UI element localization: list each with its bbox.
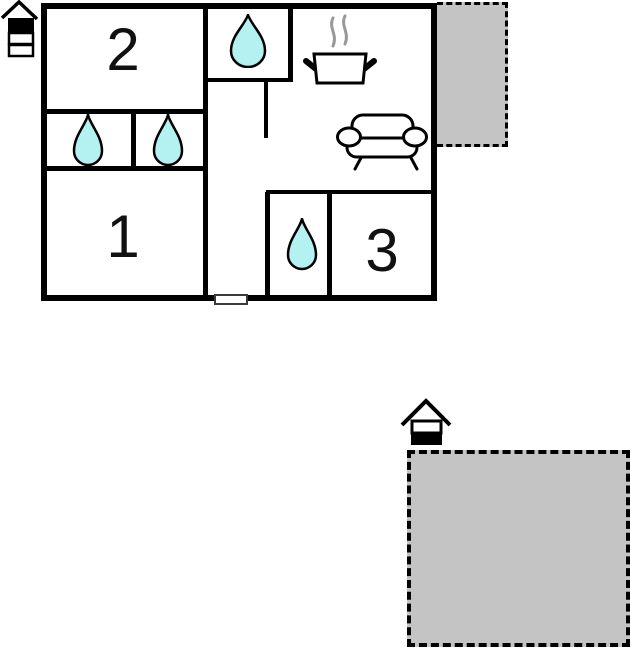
house-level xyxy=(410,419,443,435)
room-label-3: 3 xyxy=(365,217,399,284)
wall-toilet-south xyxy=(205,78,291,82)
wall-hall-partial xyxy=(264,80,268,138)
water-drop-icon xyxy=(229,14,267,68)
wall-seRooms-north xyxy=(266,190,437,194)
wall-room3-west xyxy=(327,192,332,301)
house-roof xyxy=(400,398,452,427)
room-label-2: 2 xyxy=(106,16,140,83)
water-drop-shape xyxy=(229,14,267,68)
house-top-floor-icon xyxy=(0,0,39,58)
room-label-1: 1 xyxy=(106,203,140,270)
sofa-armrest-right xyxy=(402,126,428,148)
steam-line xyxy=(342,14,348,46)
wall-seBath-west xyxy=(265,192,270,301)
water-drop-shape xyxy=(152,114,184,167)
house-level-filled xyxy=(411,433,442,445)
pot-body xyxy=(312,52,368,85)
house-level-filled xyxy=(8,18,34,32)
sofa-armrest-left xyxy=(336,126,362,148)
water-drop-shape xyxy=(72,114,104,167)
steam-line xyxy=(330,16,336,48)
water-drop-icon xyxy=(286,218,318,271)
wall-corridor-west xyxy=(203,3,208,301)
wall-toilet-east xyxy=(288,3,293,82)
sofa-leg xyxy=(408,154,419,171)
wall-bathrow-south xyxy=(41,166,205,171)
water-drop-shape xyxy=(286,218,318,271)
entrance-door xyxy=(214,294,248,305)
water-drop-icon xyxy=(152,114,184,167)
house-level xyxy=(7,31,35,46)
house-level xyxy=(7,43,35,58)
house-ground-floor-icon xyxy=(400,398,452,445)
sofa-icon xyxy=(336,113,428,171)
terrace-lower-right xyxy=(407,450,630,647)
sofa-seat xyxy=(345,136,419,159)
wall-bath-divider xyxy=(131,111,136,169)
water-drop-icon xyxy=(72,114,104,167)
house-roof xyxy=(0,0,39,21)
wall-room2-south xyxy=(41,109,205,114)
terrace-upper-right xyxy=(437,2,508,147)
stove-pot-icon xyxy=(303,14,377,85)
